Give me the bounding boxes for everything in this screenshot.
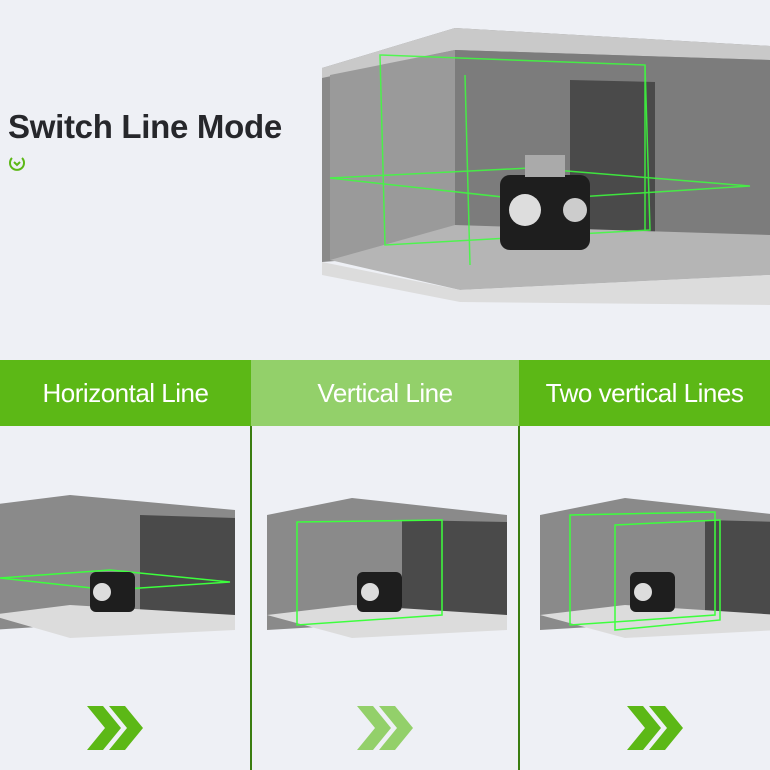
divider bbox=[250, 426, 252, 770]
tab-two-vertical-lines: Two vertical Lines bbox=[519, 360, 770, 426]
vertical-line-room bbox=[267, 498, 507, 638]
hero-room-illustration bbox=[322, 28, 770, 305]
horizontal-line-room bbox=[0, 495, 235, 638]
divider bbox=[518, 426, 520, 770]
double-chevron-right-icon bbox=[627, 706, 683, 750]
double-chevron-right-icon bbox=[87, 706, 143, 750]
page-title: Switch Line Mode bbox=[8, 108, 282, 145]
tab-vertical-line: Vertical Line bbox=[251, 360, 519, 426]
tab-horizontal-line: Horizontal Line bbox=[0, 360, 251, 426]
double-chevron-right-icon bbox=[357, 706, 413, 750]
two-vertical-lines-room bbox=[540, 498, 770, 638]
chevron-down-circle-icon bbox=[9, 157, 25, 171]
